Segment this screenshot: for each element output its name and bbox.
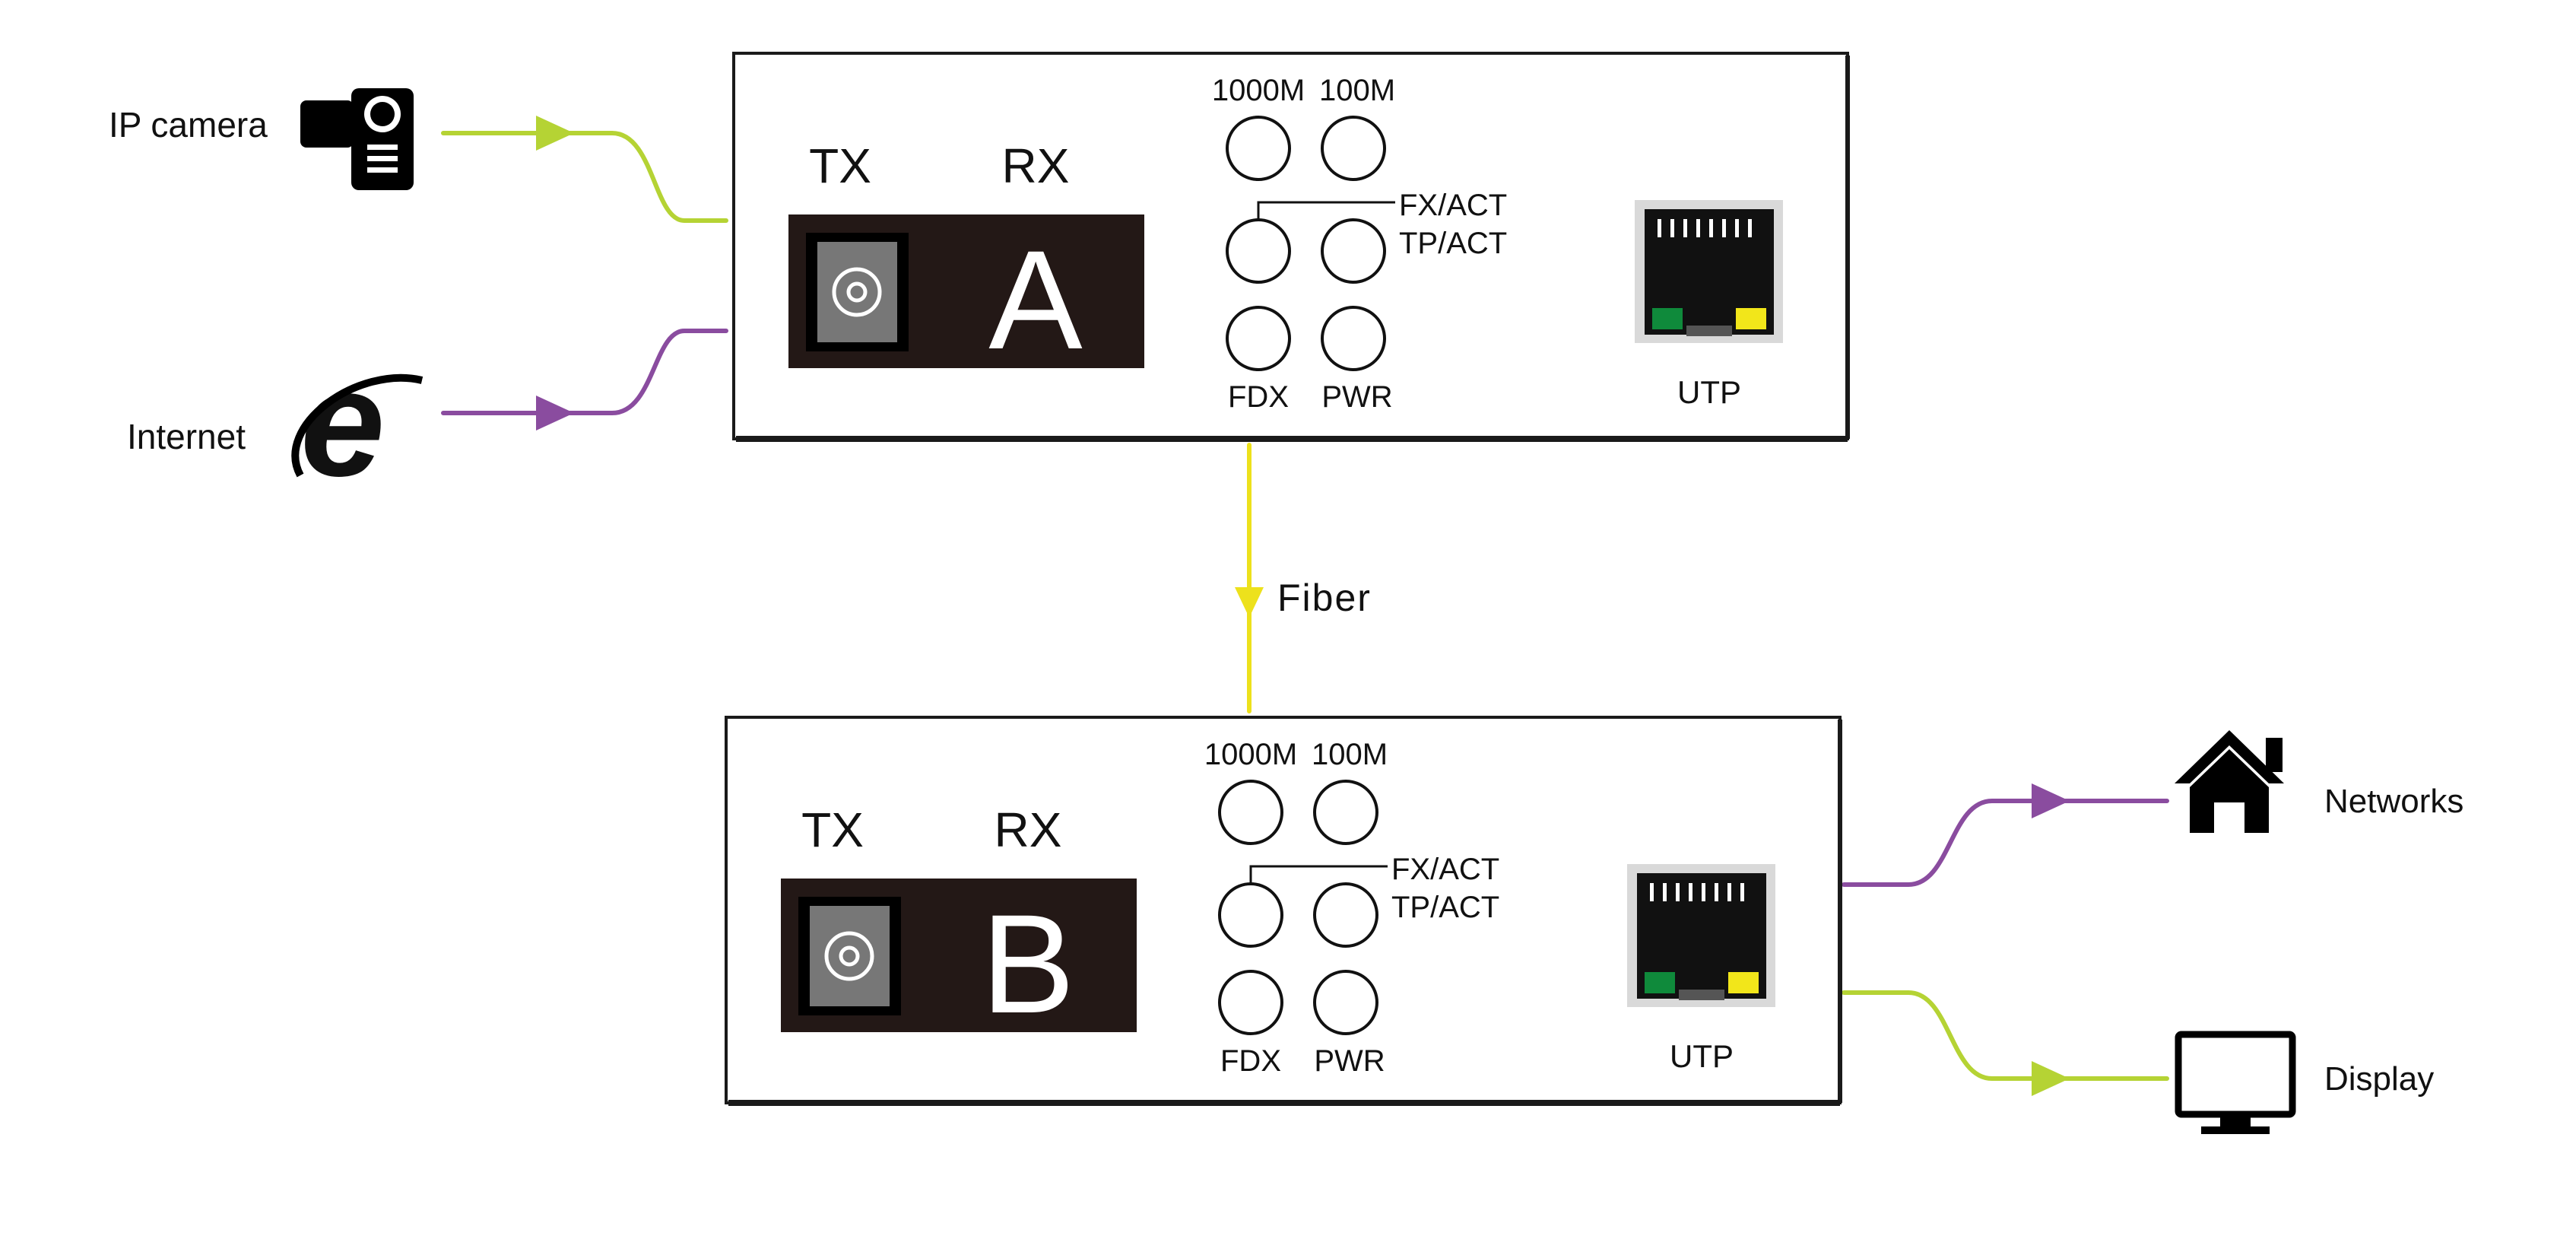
led-label-100m: 100M — [1319, 74, 1395, 107]
tx-label: TX — [809, 138, 871, 193]
led-label-1000m: 1000M — [1204, 738, 1297, 771]
display-link — [1842, 990, 2169, 1081]
tx-label: TX — [801, 802, 864, 857]
house-icon — [2175, 730, 2284, 833]
led-1000m — [1218, 780, 1283, 845]
ip-camera-arrow — [536, 116, 574, 151]
led-tp-act — [1321, 218, 1386, 284]
converter-a: TX RX A 1000M 100M FX/ACT TP/ACT FDX PWR — [732, 52, 1850, 442]
led-fdx — [1218, 970, 1283, 1035]
led-label-1000m: 1000M — [1212, 74, 1305, 107]
display-arrow — [2032, 1061, 2070, 1096]
status-leds — [1226, 116, 1386, 371]
led-fdx — [1226, 306, 1291, 371]
converter-b: TX RX B 1000M 100M FX/ACT TP/ACT FDX PWR — [725, 716, 1842, 1106]
led-bracket — [1257, 201, 1395, 220]
rx-label: RX — [1002, 138, 1070, 193]
led-fx-act — [1226, 218, 1291, 284]
fiber-label: Fiber — [1277, 577, 1372, 619]
led-pwr — [1313, 970, 1378, 1035]
utp-label: UTP — [1670, 1038, 1734, 1074]
unit-letter: B — [981, 886, 1074, 1043]
ip-camera-label: IP camera — [109, 105, 268, 145]
led-100m — [1313, 780, 1378, 845]
sc-fiber-port — [798, 897, 901, 1015]
internet-explorer-icon: e — [291, 338, 424, 508]
monitor-icon — [2175, 1031, 2296, 1134]
display-label: Display — [2324, 1060, 2434, 1098]
fiber-arrow — [1235, 587, 1264, 618]
led-1000m — [1226, 116, 1291, 181]
utp-label: UTP — [1677, 374, 1741, 410]
rj45-port — [1627, 864, 1775, 1007]
networks-link — [1842, 799, 2169, 887]
internet-link — [441, 329, 728, 415]
led-tp-act — [1313, 882, 1378, 948]
internet-arrow — [536, 396, 574, 431]
led-label-tp-act: TP/ACT — [1391, 891, 1499, 924]
led-label-tp-act: TP/ACT — [1399, 227, 1507, 260]
networks-device: Networks — [2175, 730, 2463, 833]
video-camera-icon — [300, 88, 414, 190]
unit-letter: A — [988, 222, 1083, 379]
led-label-fx-act: FX/ACT — [1391, 853, 1499, 886]
networks-label: Networks — [2324, 783, 2463, 820]
sc-fiber-port — [806, 233, 909, 351]
ip-camera-link — [441, 131, 728, 223]
led-label-fdx: FDX — [1220, 1044, 1281, 1078]
led-label-pwr: PWR — [1314, 1044, 1385, 1078]
status-leds — [1218, 780, 1378, 1035]
ip-camera-device: IP camera — [109, 88, 414, 190]
connection-lines — [441, 116, 2169, 1096]
internet-device: Internet e — [127, 338, 424, 508]
led-label-100m: 100M — [1312, 738, 1388, 771]
led-pwr — [1321, 306, 1386, 371]
svg-text:e: e — [300, 338, 385, 508]
display-device: Display — [2175, 1031, 2434, 1134]
led-bracket — [1249, 865, 1388, 884]
led-label-pwr: PWR — [1321, 380, 1392, 414]
networks-arrow — [2032, 783, 2070, 818]
rj45-port — [1635, 200, 1783, 343]
rx-label: RX — [995, 802, 1062, 857]
led-label-fdx: FDX — [1228, 380, 1289, 414]
led-100m — [1321, 116, 1386, 181]
internet-label: Internet — [127, 417, 246, 456]
led-label-fx-act: FX/ACT — [1399, 189, 1507, 222]
led-fx-act — [1218, 882, 1283, 948]
